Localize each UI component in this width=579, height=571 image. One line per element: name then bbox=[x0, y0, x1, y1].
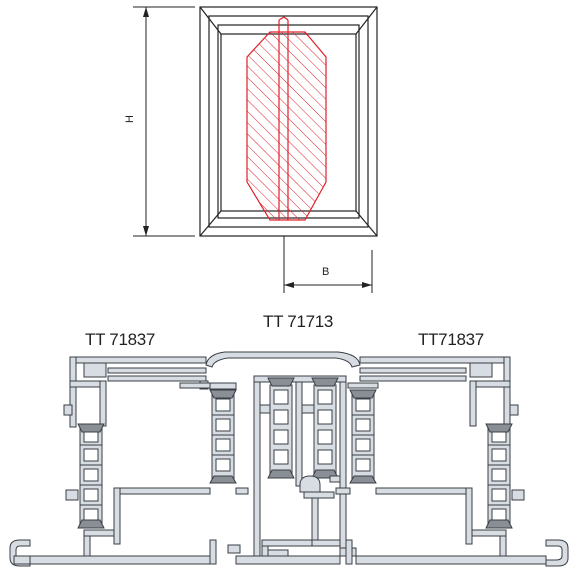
profile-label-center: TT 71713 bbox=[263, 312, 334, 331]
profile-label-left: TT 71837 bbox=[85, 330, 156, 349]
width-dimension-line bbox=[283, 236, 373, 293]
width-label: B bbox=[322, 266, 330, 278]
height-label: H bbox=[123, 115, 136, 123]
height-dimension-line bbox=[133, 6, 195, 237]
left-frame-profile bbox=[9, 356, 249, 567]
right-frame-profile bbox=[335, 356, 569, 567]
center-cap-profile bbox=[205, 351, 361, 368]
window-elevation-diagram bbox=[133, 6, 378, 293]
profile-label-right: TT71837 bbox=[418, 330, 484, 349]
center-mullion-profile bbox=[235, 375, 357, 565]
hatched-glass-area bbox=[246, 16, 327, 221]
